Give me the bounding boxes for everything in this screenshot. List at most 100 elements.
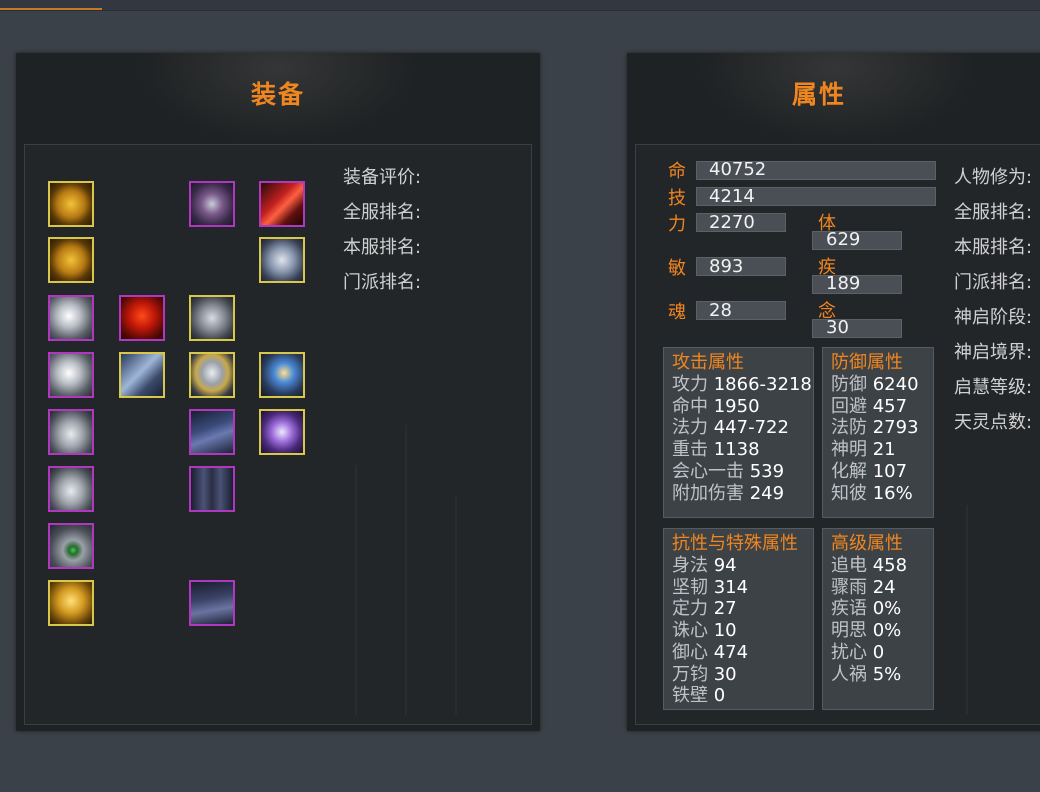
arm-guard-icon bbox=[121, 354, 163, 396]
defense-row-key: 知彼 bbox=[831, 482, 867, 504]
resist-row: 铁壁 0 bbox=[672, 685, 813, 707]
resist-row-key: 定力 bbox=[672, 598, 708, 620]
equip-slot-ring-gold-1[interactable] bbox=[48, 181, 94, 227]
resist-row: 定力 27 bbox=[672, 598, 813, 620]
pauldron-icon bbox=[261, 239, 303, 281]
defense-row-key: 化解 bbox=[831, 460, 867, 482]
stat-bar-ji bbox=[696, 187, 936, 206]
active-tab-indicator bbox=[0, 8, 102, 10]
attack-box-title: 攻击属性 bbox=[672, 352, 744, 373]
equip-slot-helmet[interactable] bbox=[189, 181, 235, 227]
defense-row-value: 2793 bbox=[872, 417, 919, 439]
character-info-label: 本服排名: bbox=[954, 237, 1033, 258]
chest-armor-icon bbox=[191, 354, 233, 396]
leg-armor-icon bbox=[191, 468, 233, 510]
boots-icon bbox=[191, 582, 233, 624]
silver-ring-icon bbox=[50, 411, 92, 453]
attack-row-key: 附加伤害 bbox=[672, 482, 744, 504]
attack-row: 攻力 1866-3218 bbox=[672, 374, 813, 396]
stat-bar-ti bbox=[812, 231, 902, 250]
attack-row: 会心一击 539 bbox=[672, 461, 813, 483]
equipment-title: 装备 bbox=[250, 80, 305, 109]
defense-row: 防御 6240 bbox=[831, 374, 933, 396]
equip-slot-red-beast[interactable] bbox=[119, 295, 165, 341]
demon-mask-icon bbox=[261, 411, 303, 453]
attack-row: 命中 1950 bbox=[672, 396, 813, 418]
stat-key-min: 敏 bbox=[668, 258, 686, 279]
silver-ring-icon bbox=[50, 468, 92, 510]
equip-slot-ring-1[interactable] bbox=[48, 409, 94, 455]
advanced-row: 骤雨 24 bbox=[831, 577, 933, 599]
equip-slot-cape[interactable] bbox=[189, 409, 235, 455]
stat-key-hun: 魂 bbox=[668, 302, 686, 323]
resist-row-value: 94 bbox=[713, 555, 737, 576]
defense-row-value: 6240 bbox=[872, 374, 919, 395]
gold-medallion-icon bbox=[50, 183, 92, 225]
stat-bar-hun bbox=[696, 301, 786, 320]
equip-slot-ring-2[interactable] bbox=[48, 466, 94, 512]
attribute-title: 属性 bbox=[791, 80, 846, 109]
attack-row-key: 法力 bbox=[672, 417, 708, 439]
equip-slot-accessory-2[interactable] bbox=[48, 352, 94, 398]
advanced-row: 疾语 0% bbox=[831, 598, 933, 620]
equip-slot-pauldron[interactable] bbox=[259, 237, 305, 283]
silver-shell-icon bbox=[50, 354, 92, 396]
defense-row-value: 21 bbox=[872, 439, 896, 461]
advanced-box-title: 高级属性 bbox=[831, 533, 903, 554]
advanced-row: 追电 458 bbox=[831, 555, 933, 577]
equip-slot-accessory-1[interactable] bbox=[48, 295, 94, 341]
defense-row-value: 457 bbox=[872, 395, 908, 417]
resist-row: 身法 94 bbox=[672, 555, 813, 577]
gauntlet-icon bbox=[261, 354, 303, 396]
equip-rating-label: 装备评价: bbox=[343, 167, 422, 188]
stat-value-nian: 30 bbox=[826, 317, 849, 338]
attribute-area: 命 40752 技 4214 力 2270 体 629 敏 893 疾 189 … bbox=[635, 144, 1040, 725]
defense-row: 知彼 16% bbox=[831, 483, 933, 505]
equip-slot-talisman[interactable] bbox=[48, 580, 94, 626]
advanced-row-key: 人祸 bbox=[831, 663, 867, 685]
advanced-row: 明思 0% bbox=[831, 620, 933, 642]
equip-slot-gauntlet[interactable] bbox=[259, 352, 305, 398]
defense-row-key: 回避 bbox=[831, 395, 867, 417]
advanced-row-value: 0% bbox=[872, 620, 902, 642]
defense-row-value: 107 bbox=[872, 460, 908, 482]
advanced-row-key: 疾语 bbox=[831, 598, 867, 620]
stat-bar-min bbox=[696, 257, 786, 276]
gold-talisman-icon bbox=[50, 582, 92, 624]
advanced-row-value: 24 bbox=[872, 576, 896, 598]
resist-row: 万钧 30 bbox=[672, 664, 813, 686]
stat-bar-nian bbox=[812, 319, 902, 338]
attack-row-key: 重击 bbox=[672, 439, 708, 461]
character-info-label: 神启境界: bbox=[954, 342, 1033, 363]
attack-row: 重击 1138 bbox=[672, 439, 813, 461]
equip-slot-chest[interactable] bbox=[189, 352, 235, 398]
attack-row-value: 1866-3218 bbox=[713, 374, 812, 395]
resist-row-key: 身法 bbox=[672, 555, 708, 576]
equip-slot-mask[interactable] bbox=[259, 409, 305, 455]
equip-slot-weapon[interactable] bbox=[259, 181, 305, 227]
cape-icon bbox=[191, 411, 233, 453]
stat-value-ming: 40752 bbox=[709, 159, 767, 180]
equip-slot-bracer[interactable] bbox=[119, 352, 165, 398]
resist-row-value: 27 bbox=[713, 598, 737, 620]
character-info-label: 人物修为: bbox=[954, 167, 1033, 188]
stat-key-nian: 念 bbox=[818, 301, 836, 322]
attack-row-key: 会心一击 bbox=[672, 460, 744, 482]
shoulder-armor-icon bbox=[191, 297, 233, 339]
equip-slot-shoulder[interactable] bbox=[189, 295, 235, 341]
advanced-row-key: 追电 bbox=[831, 555, 867, 576]
defense-row-value: 16% bbox=[872, 482, 913, 504]
attack-row-value: 447-722 bbox=[713, 417, 789, 439]
equipment-grid-area: 装备评价: 全服排名: 本服排名: 门派排名: bbox=[24, 144, 532, 725]
resist-row-key: 诛心 bbox=[672, 620, 708, 642]
gold-medallion-icon bbox=[50, 239, 92, 281]
equip-slot-boots[interactable] bbox=[189, 580, 235, 626]
equip-slot-necklace[interactable] bbox=[48, 523, 94, 569]
stat-key-ji2: 疾 bbox=[818, 257, 836, 278]
top-tab-bar bbox=[0, 0, 1040, 11]
equip-slot-ring-gold-2[interactable] bbox=[48, 237, 94, 283]
advanced-row-value: 0% bbox=[872, 598, 902, 620]
server-rank-label: 本服排名: bbox=[343, 237, 422, 258]
equip-slot-legs[interactable] bbox=[189, 466, 235, 512]
